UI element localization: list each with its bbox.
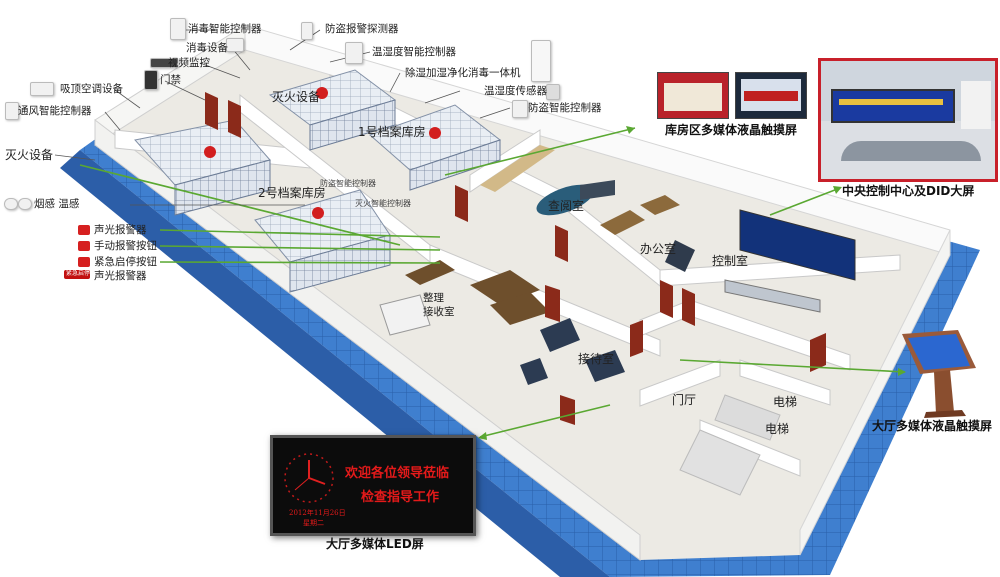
- lobby-led-screen: 欢迎各位领导莅临 检查指导工作 2012年11月26日 星期二: [270, 435, 476, 536]
- label-access-control: 门禁: [160, 74, 181, 86]
- label-small-1: 防盗智能控制器: [320, 179, 376, 188]
- callout-control-center: 中央控制中心及DID大屏: [842, 184, 975, 198]
- room-control: 控制室: [712, 254, 749, 268]
- label-emergency-button: 紧急启停按钮: [94, 256, 157, 268]
- label-sound-light-alarm: 声光报警器: [94, 224, 147, 236]
- label-ceiling-ac: 吸顶空调设备: [60, 83, 123, 95]
- callout-lobby-touch: 大厅多媒体液晶触摸屏: [872, 419, 993, 433]
- label-disinfect-device: 消毒设备: [186, 42, 228, 54]
- label-disinfect-controller: 消毒智能控制器: [188, 23, 262, 35]
- dehumidify-unit-icon: [531, 40, 551, 82]
- room-elevator-2: 电梯: [765, 422, 790, 436]
- warehouse-touch-screen-1: [657, 72, 729, 119]
- disinfect-device-icon: [226, 38, 244, 52]
- sound-light-alarm-2-icon: [64, 270, 90, 279]
- manual-alarm-icon: [78, 241, 90, 251]
- label-archive-1: 1号档案库房: [358, 125, 426, 139]
- room-office: 办公室: [640, 242, 677, 256]
- led-line-2: 检查指导工作: [361, 490, 440, 505]
- label-temp-humidity-sensor: 温湿度传感器: [484, 85, 547, 97]
- antitheft-detector-icon: [301, 22, 313, 40]
- room-lobby: 门厅: [672, 393, 697, 407]
- label-fire-device-left: 灭火设备: [5, 148, 54, 162]
- label-sound-light-alarm-2: 声光报警器: [94, 270, 147, 282]
- smoke-sensor-icon: [4, 198, 18, 210]
- antitheft-controller-icon: [512, 100, 528, 118]
- room-reception: 接待室: [578, 352, 615, 366]
- warehouse-touch-screen-2: [735, 72, 807, 119]
- label-smoke-temp: 烟感 温感: [34, 198, 80, 210]
- label-antitheft-detector: 防盗报警探测器: [325, 23, 399, 35]
- fresh-air-controller-icon: [5, 102, 19, 120]
- callout-lobby-led: 大厅多媒体LED屏: [326, 537, 424, 551]
- control-center-photo: [818, 58, 998, 182]
- clock-icon: [284, 453, 334, 503]
- label-fresh-air-controller: 通风智能控制器: [18, 105, 92, 117]
- label-manual-alarm: 手动报警按钮: [94, 240, 157, 252]
- temp-humidity-sensor-icon: [546, 84, 560, 100]
- label-antitheft-controller: 防盗智能控制器: [528, 102, 602, 114]
- label-archive-2: 2号档案库房: [258, 186, 326, 200]
- label-red-tag: 紧急启停: [66, 270, 91, 277]
- leader-lines: [79, 127, 906, 438]
- label-temp-humidity-controller: 温湿度智能控制器: [372, 46, 456, 58]
- label-small-2: 灭火智能控制器: [355, 199, 411, 208]
- ceiling-ac-icon: [30, 82, 54, 96]
- temp-humidity-controller-icon: [345, 42, 363, 64]
- callout-warehouse-touch: 库房区多媒体液晶触摸屏: [665, 123, 798, 137]
- room-sorting: 整理 接收室: [423, 292, 455, 318]
- room-reading: 查阅室: [548, 199, 585, 213]
- disinfect-controller-icon: [170, 18, 186, 40]
- label-fire-device-1: 灭火设备: [272, 90, 321, 104]
- temp-sensor-icon: [18, 198, 32, 210]
- lobby-touch-kiosk: [902, 330, 976, 418]
- emergency-button-icon: [78, 257, 90, 267]
- access-control-icon: [144, 70, 158, 90]
- led-weekday: 星期二: [303, 519, 324, 527]
- camera-icon: [150, 58, 178, 68]
- led-line-1: 欢迎各位领导莅临: [345, 466, 450, 481]
- label-dehumidify-unit: 除湿加湿净化消毒一体机: [405, 67, 521, 79]
- label-video-monitor: 视频监控: [168, 57, 210, 69]
- sound-light-alarm-icon: [78, 225, 90, 235]
- led-date: 2012年11月26日: [289, 509, 346, 517]
- room-elevator-1: 电梯: [773, 395, 798, 409]
